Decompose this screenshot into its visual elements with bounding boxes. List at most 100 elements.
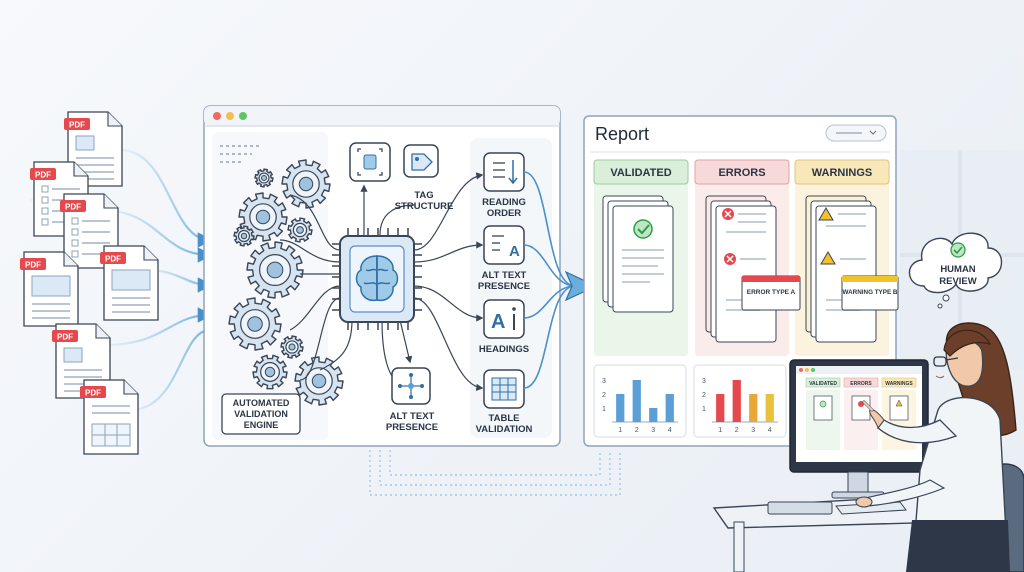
engine-label-2: VALIDATION [234,409,288,419]
monitor: VALIDATED ERRORS WARNINGS [789,359,929,515]
approve-check-icon [950,242,966,258]
bar [749,394,758,422]
x-tick-label: 4 [768,427,772,434]
bar [649,408,658,422]
table-validation-label-1: TABLE [489,413,520,424]
x-tick-label: 4 [668,427,672,434]
headings-icon: A [483,299,525,339]
feedback-loop-lines [369,450,621,496]
engine-label-box: AUTOMATED VALIDATION ENGINE [221,393,301,435]
report-title: Report [595,124,649,144]
error-popup: ERROR TYPE A [741,275,801,311]
validated-tab-label: VALIDATED [610,167,671,179]
error-popup-label: ERROR TYPE A [747,289,796,296]
pdf-badge-label: PDF [65,203,81,212]
warnings-tab-label: WARNINGS [812,167,873,179]
pdf-documents: PDF PDF PDF PDF PDF PDF PDF [20,111,159,455]
error-documents: ERROR TYPE A [705,195,801,343]
monitor-tab-warnings-label: WARNINGS [885,381,913,387]
circuit-lines [279,172,484,392]
reading-order-label-2: ORDER [487,208,521,219]
phone [767,501,833,515]
bar [616,394,625,422]
alt-text-bottom-label-2: PRESENCE [386,422,438,433]
brain-icon [355,255,399,302]
window-close-dot[interactable] [213,112,221,120]
svg-text:A: A [491,311,505,333]
alt-text-presence-label-2: PRESENCE [478,281,530,292]
tag-structure-label-1: TAG [414,190,433,201]
svg-text:A: A [509,243,520,260]
pdf-document: PDF [20,251,79,327]
pdf-document: PDF [100,245,159,321]
human-review-cloud: HUMAN REVIEW [908,232,1003,309]
pdf-badge-label: PDF [57,333,73,342]
pdf-badge [64,118,90,130]
x-tick-label: 3 [651,427,655,434]
table-icon [483,369,525,409]
x-tick-label: 1 [618,427,622,434]
pdf-badge-label: PDF [85,389,101,398]
pdf-badge [52,330,78,342]
x-tick-label: 1 [718,427,722,434]
tag-structure-label-2: STRUCTURE [395,201,454,212]
window-minimize-dot[interactable] [226,112,234,120]
errors-tab[interactable] [694,159,790,185]
tag-icon [403,144,439,178]
pdf-badge-label: PDF [105,255,121,264]
warning-popup: WARNING TYPE B [841,275,899,311]
check-icon [633,219,653,239]
reading-order-label-1: READING [482,197,526,208]
x-tick-label: 3 [751,427,755,434]
validated-tab[interactable] [593,159,689,185]
gear-icon [228,297,282,351]
y-tick-label: 3 [602,378,606,385]
headings-label: HEADINGS [479,344,529,355]
alt-text-icon: A [483,225,525,265]
network-icon [391,367,431,405]
y-tick-label: 2 [602,392,606,399]
table-validation-label-2: VALIDATION [476,424,533,435]
y-tick-label: 1 [602,406,606,413]
x-tick-label: 2 [735,427,739,434]
monitor-tab-validated-label: VALIDATED [809,381,837,387]
scan-icon [349,142,391,182]
warning-documents: WARNING TYPE B [805,195,899,343]
warning-popup-label: WARNING TYPE B [843,289,898,296]
gear-icon [280,335,304,359]
monitor-tab-errors[interactable] [843,377,879,388]
window-maximize-dot[interactable] [239,112,247,120]
gear-icon [252,354,288,390]
bar [765,394,774,422]
bar [632,380,641,422]
validated-documents [602,195,674,313]
pdf-badge [100,252,126,264]
human-review-label-2: REVIEW [939,276,977,287]
y-tick-label: 2 [702,392,706,399]
alt-text-bottom-label-1: ALT TEXT [390,411,435,422]
pdf-badge-label: PDF [69,121,85,130]
y-tick-label: 3 [702,378,706,385]
bar [716,394,725,422]
gear-icon [294,356,344,406]
reading-order-icon [483,152,525,192]
gear-icon [246,241,304,299]
warning-icon [818,207,834,221]
monitor-tab-warnings[interactable] [881,377,917,388]
pdf-badge-label: PDF [35,171,51,180]
warnings-tab[interactable] [794,159,890,185]
bar [665,394,674,422]
monitor-tab-validated[interactable] [805,377,841,388]
pdf-badge [80,386,106,398]
warning-icon-2 [820,251,836,265]
pdf-badge [30,168,56,180]
gear-icon [287,217,313,243]
x-tick-label: 2 [635,427,639,434]
person [855,322,1024,572]
engine-label-1: AUTOMATED [233,398,290,408]
monitor-tab-errors-label: ERRORS [850,381,872,387]
pdf-document: PDF [80,379,139,455]
bar [732,380,741,422]
y-tick-label: 1 [702,406,706,413]
